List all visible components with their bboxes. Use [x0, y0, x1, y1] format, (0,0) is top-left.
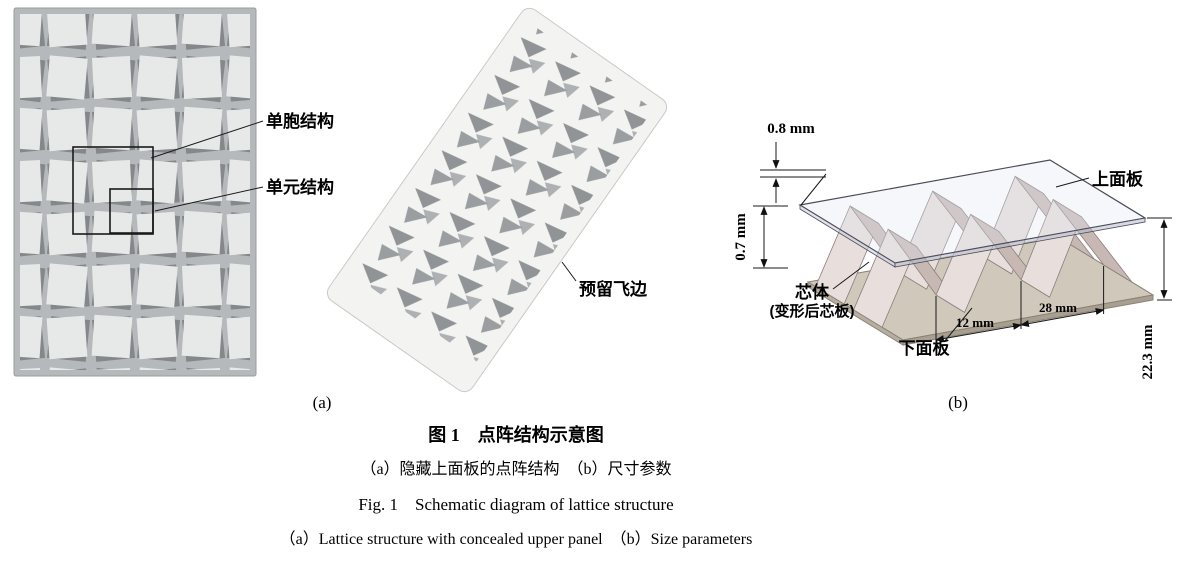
unit-element-leader-line [154, 186, 264, 212]
caption-sub-zh: （a）隐藏上面板的点阵结构 （b）尺寸参数 [360, 461, 672, 478]
unit-element-label: 单元结构 [266, 177, 334, 197]
caption-sub-en: （a）Lattice structure with concealed uppe… [279, 531, 753, 548]
dim-0_7-label: 0.7 mm [733, 213, 749, 261]
panel-a-flat-view: 单胞结构 单元结构 [13, 7, 334, 377]
upper-panel-leader-line [1055, 177, 1090, 188]
panel-b-size-diagram: 0.8 mm 0.7 mm 上面板 芯体 (变形后芯板) 下面板 12 mm 2… [733, 121, 1172, 412]
unit-cell-label: 单胞结构 [266, 111, 334, 131]
dim-0_8-extension [800, 173, 827, 206]
caption-title-en: Fig. 1 Schematic diagram of lattice stru… [358, 495, 674, 514]
panel-a-isometric-view: 预留飞边 (a) [313, 7, 668, 412]
upper-panel-front-edge [894, 217, 1146, 268]
panel-a-tag: (a) [313, 393, 332, 412]
unit-element-selection-box [109, 188, 154, 234]
dim-22_3-label: 22.3 mm [1140, 324, 1156, 379]
upper-panel-label: 上面板 [1092, 169, 1144, 189]
caption-title-zh: 图 1 点阵结构示意图 [428, 425, 604, 445]
core-label: 芯体 [795, 282, 830, 302]
figure-caption: 图 1 点阵结构示意图 （a）隐藏上面板的点阵结构 （b）尺寸参数 Fig. 1… [0, 424, 1032, 564]
iso-panel-group [326, 7, 668, 393]
dim-12-line [935, 322, 1022, 343]
panel-b-tag: (b) [948, 393, 968, 412]
unit-cell-leader-line [150, 120, 264, 159]
figure-graphics: 单胞结构 单元结构 预留飞边 (a) [13, 7, 1172, 412]
flash-edge-leader-line [561, 261, 577, 282]
lower-panel-label: 下面板 [899, 338, 951, 358]
core-sub-label: (变形后芯板) [770, 302, 855, 320]
dim-0_8-label: 0.8 mm [767, 121, 815, 137]
dim-12-label: 12 mm [956, 315, 994, 330]
flash-edge-label: 预留飞边 [579, 279, 648, 299]
dim-28-line [1020, 307, 1105, 328]
core-leader-line [832, 261, 870, 290]
flat-panel-lattice-pattern [20, 14, 250, 370]
dim-28-label: 28 mm [1039, 300, 1077, 315]
iso-panel-lattice-pattern [352, 22, 654, 362]
